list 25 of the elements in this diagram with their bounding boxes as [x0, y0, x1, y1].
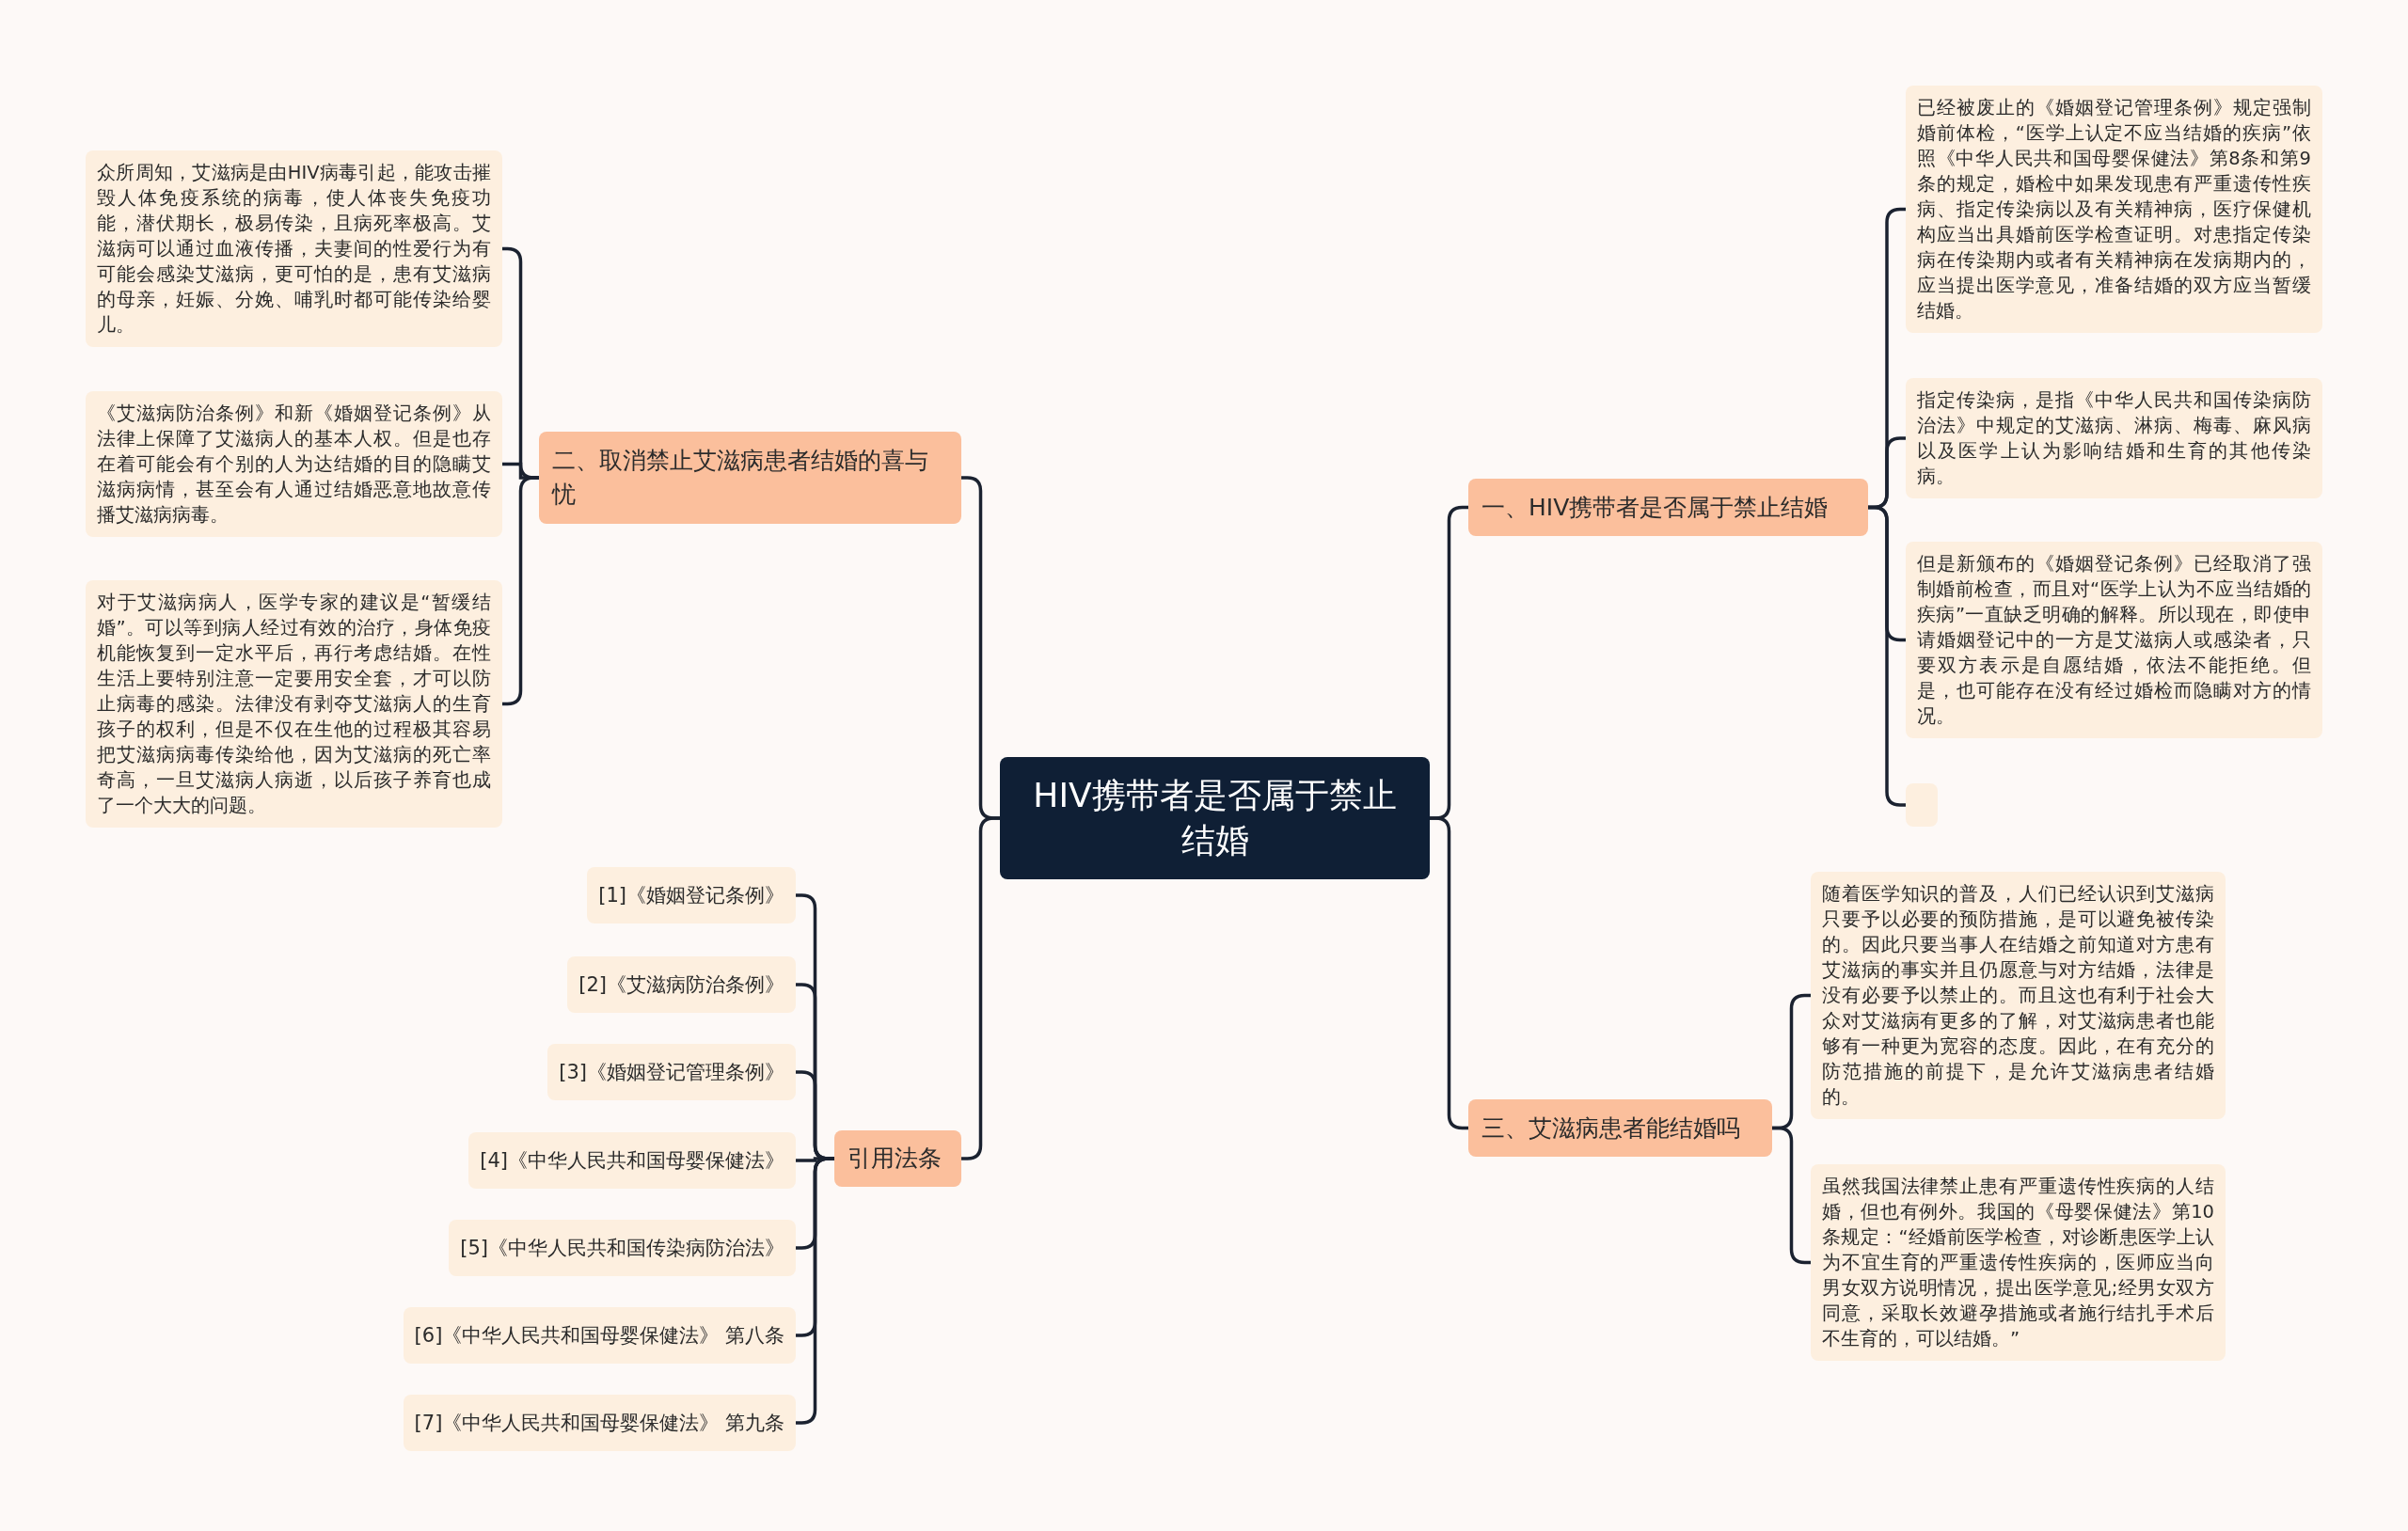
citation-box: [6]《中华人民共和国母婴保健法》 第八条	[403, 1307, 796, 1364]
citation-box: [2]《艾滋病防治条例》	[567, 956, 796, 1013]
connector-line	[1772, 1126, 1811, 1265]
connector-line	[961, 816, 1000, 1160]
topic-box: 二、取消禁止艾滋病患者结婚的喜与忧	[539, 432, 961, 524]
topic-box: 一、HIV携带者是否属于禁止结婚	[1468, 479, 1868, 536]
connector-line	[1430, 816, 1468, 1130]
citation-box: [7]《中华人民共和国母婴保健法》 第九条	[403, 1395, 796, 1451]
text-card: 但是新颁布的《婚姻登记条例》已经取消了强制婚前检查，而且对“医学上认为不应当结婚的疾病”一直缺乏明确的解释。所以现在，即使申请婚姻登记中的一方是艾滋病人或感染者，只要双方表示是自愿结婚，依法不能拒绝。但是，也可能存在没有经过婚检而隐瞒对方的情况。	[1906, 542, 2322, 738]
citation-box: [1]《婚姻登记条例》	[587, 867, 796, 923]
central-topic-box: HIV携带者是否属于禁止结婚	[1000, 757, 1430, 879]
text-card: 已经被废止的《婚姻登记管理条例》规定强制婚前体检，“医学上认定不应当结婚的疾病”依照《中华人民共和国母婴保健法》第8条和第9条的规定，婚检中如果发现患有严重遗传性疾病、指定传染病以及有关精神病，医疗保健机构应当出具婚前医学检查证明。对患指定传染病在传染期内或者有关精神病在发病期内的，应当提出医学意见，准备结婚的双方应当暂缓结婚。	[1906, 86, 2322, 333]
citation-box: [5]《中华人民共和国传染病防治法》	[449, 1220, 796, 1276]
citation-box: [4]《中华人民共和国母婴保健法》	[468, 1132, 796, 1189]
citation-box: [3]《婚姻登记管理条例》	[547, 1044, 796, 1100]
topic-box: 三、艾滋病患者能结婚吗	[1468, 1099, 1772, 1157]
topic-box: 引用法条	[834, 1130, 961, 1187]
text-card: 指定传染病，是指《中华人民共和国传染病防治法》中规定的艾滋病、淋病、梅毒、麻风病以及医学上认为影响结婚和生育的其他传染病。	[1906, 378, 2322, 498]
text-card: 随着医学知识的普及，人们已经认识到艾滋病只要予以必要的预防措施，是可以避免被传染的。因此只要当事人在结婚之前知道对方患有艾滋病的事实并且仍愿意与对方结婚，法律是没有必要予以禁止的。而且这也有利于社会大众对艾滋病有更多的了解，对艾滋病患者也能够有一种更为宽容的态度。因此，在有充分的防范措施的前提下，是允许艾滋病患者结婚的。	[1811, 872, 2226, 1119]
text-card: 众所周知，艾滋病是由HIV病毒引起，能攻击摧毁人体免疫系统的病毒，使人体丧失免疫功能，潜伏期长，极易传染，且病死率极高。艾滋病可以通过血液传播，夫妻间的性爱行为有可能会感染艾滋病，更可怕的是，患有艾滋病的母亲，妊娠、分娩、哺乳时都可能传染给婴儿。	[86, 150, 502, 347]
empty-box	[1906, 783, 1938, 827]
text-card: 对于艾滋病病人，医学专家的建议是“暂缓结婚”。可以等到病人经过有效的治疗，身体免疫机能恢复到一定水平后，再行考虑结婚。在性生活上要特别注意一定要用安全套，才可以防止病毒的感染。法律没有剥夺艾滋病人的生育孩子的权利，但是不仅在生他的过程极其容易把艾滋病病毒传染给他，因为艾滋病的死亡率奇高，一旦艾滋病人病逝，以后孩子养育也成了一个大大的问题。	[86, 580, 502, 828]
text-card: 虽然我国法律禁止患有严重遗传性疾病的人结婚，但也有例外。我国的《母婴保健法》第10条规定：“经婚前医学检查，对诊断患医学上认为不宜生育的严重遗传性疾病的，医师应当向男女双方说明情况，提出医学意见;经男女双方同意，采取长效避孕措施或者施行结扎手术后不生育的，可以结婚。”	[1811, 1164, 2226, 1361]
text-card: 《艾滋病防治条例》和新《婚姻登记条例》从法律上保障了艾滋病人的基本人权。但是也存在着可能会有个别的人为达结婚的目的隐瞒艾滋病病情，甚至会有人通过结婚恶意地故意传播艾滋病病毒。	[86, 391, 502, 537]
connector-line	[796, 1157, 834, 1425]
